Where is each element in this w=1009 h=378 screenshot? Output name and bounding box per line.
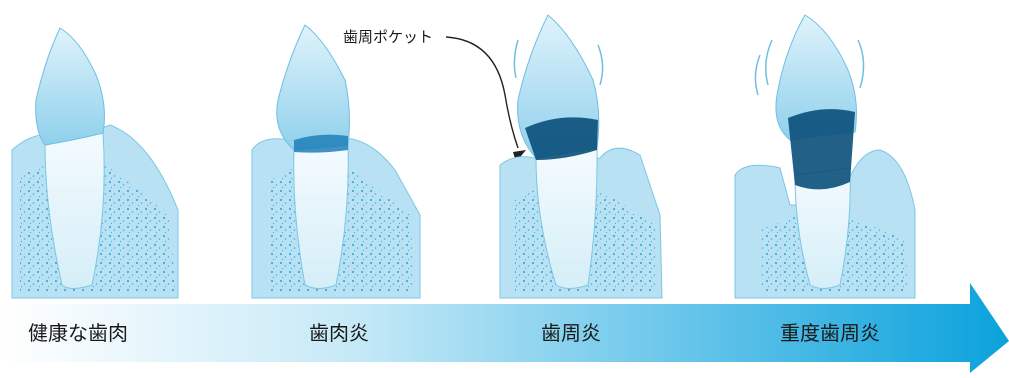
motion-line — [514, 40, 518, 78]
tooth-severe-periodontitis — [735, 15, 915, 298]
motion-line — [755, 55, 760, 95]
stage-label-severe: 重度歯周炎 — [780, 321, 880, 345]
tooth-periodontitis — [500, 15, 662, 298]
motion-line — [858, 40, 864, 88]
crown — [36, 28, 105, 145]
stage-label-gingivitis: 歯肉炎 — [309, 321, 369, 345]
plaque-band — [788, 109, 855, 189]
motion-line — [598, 45, 603, 85]
tooth-gingivitis — [252, 25, 420, 298]
tooth-healthy — [12, 28, 178, 298]
stage-label-healthy: 健康な歯肉 — [28, 321, 128, 345]
crown — [277, 25, 350, 150]
motion-line — [766, 40, 772, 85]
callout-label: 歯周ポケット — [343, 28, 433, 46]
stage-label-periodontitis: 歯周炎 — [541, 321, 601, 345]
callout-leader — [446, 37, 518, 148]
